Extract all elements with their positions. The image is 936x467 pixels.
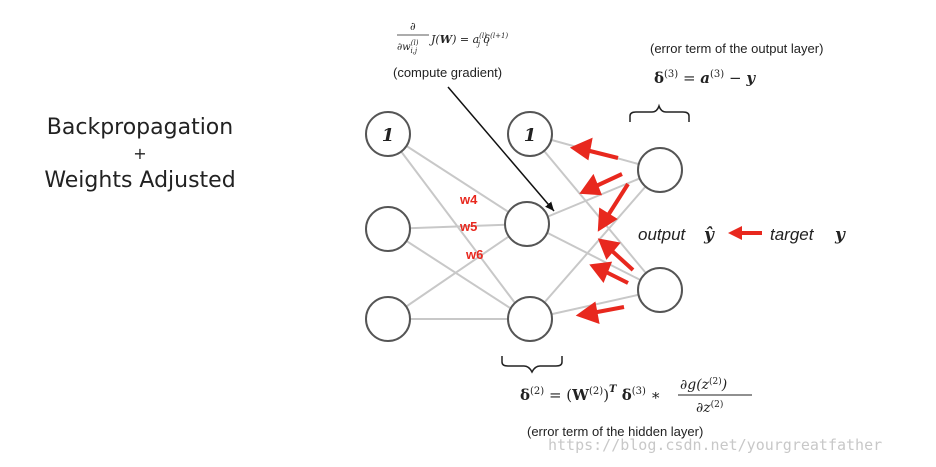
output-delta-formula: δ(3) = a(3) − y <box>654 69 756 87</box>
hidden-bias-node <box>507 111 553 157</box>
title-line-backpropagation: Backpropagation <box>46 115 234 140</box>
output-label: output <box>638 225 687 244</box>
input-bias-label: 1 <box>382 125 395 146</box>
gradient-note: (compute gradient) <box>393 65 502 80</box>
title-line-plus: + <box>133 144 147 163</box>
hidden-layer-brace <box>501 356 563 374</box>
diagram-title: Backpropagation + Weights Adjusted <box>0 112 280 196</box>
output-node-1 <box>637 147 683 193</box>
hidden-delta-formula: δ(2) = (W(2))T δ(3) ∗ <box>520 384 661 404</box>
output-layer-brace <box>629 103 690 122</box>
hidden-node-2 <box>507 296 553 342</box>
weight-label-w6: w6 <box>465 247 483 262</box>
edges-input-hidden <box>387 133 528 320</box>
input-node-1 <box>365 206 411 252</box>
hidden-derivative-denominator: ∂z(2) <box>696 399 723 416</box>
output-node-2 <box>637 267 683 313</box>
hidden-error-title: (error term of the hidden layer) <box>527 424 703 439</box>
output-error-title: (error term of the output layer) <box>650 41 823 56</box>
watermark: https://blog.csdn.net/yourgreatfather <box>548 436 883 454</box>
input-node-2 <box>365 296 411 342</box>
title-line-weights-adjusted: Weights Adjusted <box>44 168 236 193</box>
gradient-arrow <box>447 86 555 212</box>
target-label: target <box>770 225 815 244</box>
target-arrow <box>728 226 762 240</box>
weight-label-w4: w4 <box>459 192 478 207</box>
hidden-bias-label: 1 <box>524 125 537 146</box>
target-y: y <box>834 225 846 245</box>
svg-text:∂w(l)i,j: ∂w(l)i,j <box>397 39 419 55</box>
weight-label-w5: w5 <box>459 219 477 234</box>
backprop-arrows <box>569 137 635 325</box>
gradient-formula: ∂ ∂w(l)i,j J(W) = a(l)j δ(l+1)i <box>397 20 508 55</box>
hidden-derivative-numerator: ∂g(z(2)) <box>680 376 727 393</box>
svg-text:∂: ∂ <box>410 20 416 33</box>
output-y-hat: ŷ <box>703 225 715 245</box>
hidden-node-1 <box>504 201 550 247</box>
svg-text:J(W) = a(l)j δ(l+1)i: J(W) = a(l)j δ(l+1)i <box>429 32 508 48</box>
input-bias-node <box>365 111 411 157</box>
